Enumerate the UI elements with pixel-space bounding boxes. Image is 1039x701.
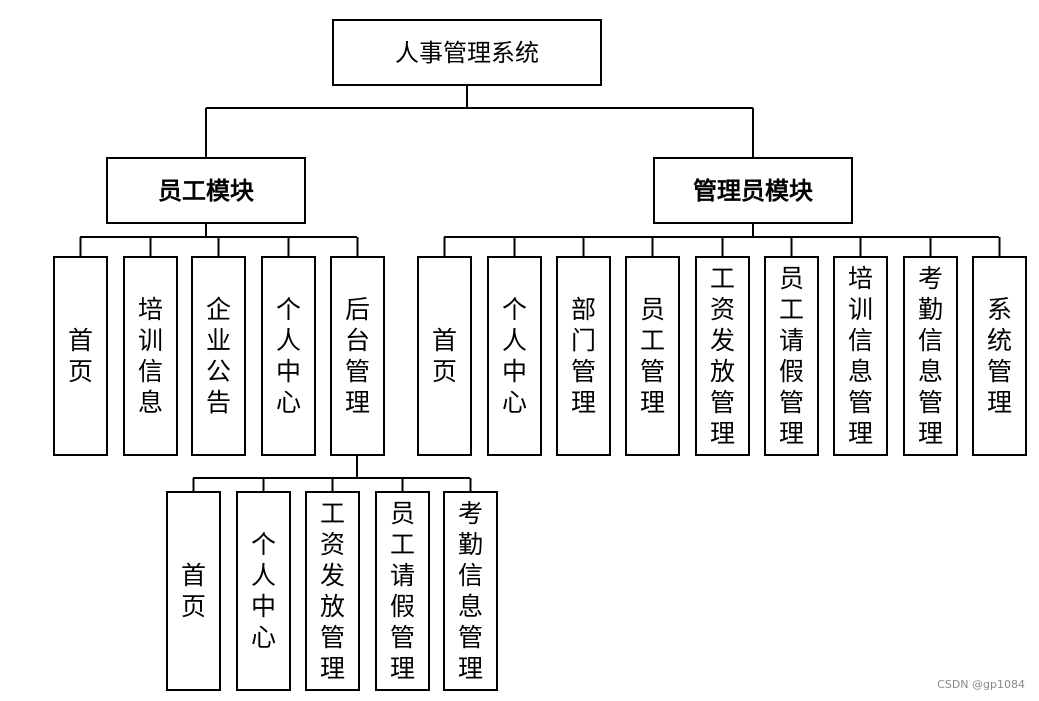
admin-item-2: 部门管理 xyxy=(556,256,611,456)
admin-module-label: 管理员模块 xyxy=(693,177,813,205)
backend-item-2-label: 工资发放管理 xyxy=(320,499,345,683)
admin-item-0: 首页 xyxy=(417,256,472,456)
admin-item-5: 员工请假管理 xyxy=(764,256,819,456)
admin-item-8-label: 系统管理 xyxy=(987,295,1012,417)
employee-module-node: 员工模块 xyxy=(106,157,306,224)
backend-item-4: 考勤信息管理 xyxy=(443,491,498,691)
employee-item-0: 首页 xyxy=(53,256,108,456)
root-label: 人事管理系统 xyxy=(395,39,539,67)
employee-item-1-label: 培训信息 xyxy=(138,295,163,417)
backend-item-3: 员工请假管理 xyxy=(375,491,430,691)
employee-item-1: 培训信息 xyxy=(123,256,178,456)
root-node: 人事管理系统 xyxy=(332,19,602,86)
admin-item-3-label: 员工管理 xyxy=(640,295,665,417)
csdn-watermark: CSDN @gp1084 xyxy=(937,678,1025,691)
backend-item-0: 首页 xyxy=(166,491,221,691)
admin-item-1-label: 个人中心 xyxy=(502,295,527,417)
employee-item-4-label: 后台管理 xyxy=(345,295,370,417)
admin-item-1: 个人中心 xyxy=(487,256,542,456)
admin-item-7-label: 考勤信息管理 xyxy=(918,264,943,448)
admin-module-node: 管理员模块 xyxy=(653,157,853,224)
employee-item-2: 企业公告 xyxy=(191,256,246,456)
backend-item-0-label: 首页 xyxy=(181,561,206,621)
admin-item-0-label: 首页 xyxy=(432,326,457,386)
employee-item-4: 后台管理 xyxy=(330,256,385,456)
admin-item-4-label: 工资发放管理 xyxy=(710,264,735,448)
leaf-nodes: 首页培训信息企业公告个人中心后台管理首页个人中心工资发放管理员工请假管理考勤信息… xyxy=(53,256,1027,691)
backend-item-1-label: 个人中心 xyxy=(251,530,276,652)
admin-item-2-label: 部门管理 xyxy=(571,295,596,417)
backend-item-2: 工资发放管理 xyxy=(305,491,360,691)
admin-item-6-label: 培训信息管理 xyxy=(848,264,873,448)
employee-item-0-label: 首页 xyxy=(68,326,93,386)
admin-item-6: 培训信息管理 xyxy=(833,256,888,456)
backend-item-1: 个人中心 xyxy=(236,491,291,691)
employee-item-2-label: 企业公告 xyxy=(206,295,231,417)
admin-item-4: 工资发放管理 xyxy=(695,256,750,456)
employee-module-label: 员工模块 xyxy=(158,177,254,205)
employee-item-3: 个人中心 xyxy=(261,256,316,456)
admin-item-3: 员工管理 xyxy=(625,256,680,456)
backend-item-4-label: 考勤信息管理 xyxy=(458,499,483,683)
admin-item-5-label: 员工请假管理 xyxy=(779,264,804,448)
admin-item-7: 考勤信息管理 xyxy=(903,256,958,456)
employee-item-3-label: 个人中心 xyxy=(276,295,301,417)
backend-item-3-label: 员工请假管理 xyxy=(390,499,415,683)
admin-item-8: 系统管理 xyxy=(972,256,1027,456)
connector-lines xyxy=(79,85,1001,492)
